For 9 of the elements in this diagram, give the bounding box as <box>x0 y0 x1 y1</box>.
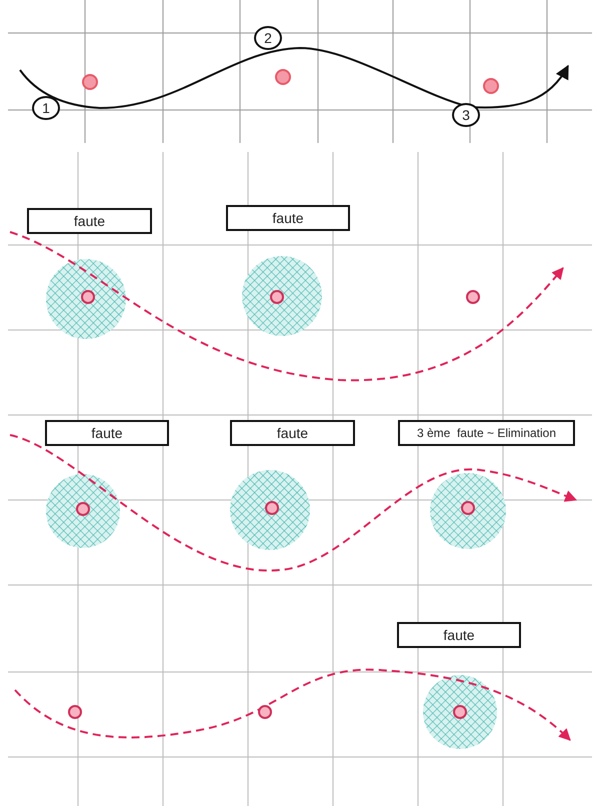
fault-label: 3 ème faute ~ Elimination <box>398 420 575 446</box>
fault-label: faute <box>27 208 152 234</box>
step-number: 1 <box>32 96 60 120</box>
fault-label: faute <box>226 205 350 231</box>
fault-label: faute <box>397 622 521 648</box>
fault-label: faute <box>230 420 355 446</box>
step-number: 2 <box>254 26 282 50</box>
step-number: 3 <box>452 103 480 127</box>
fault-label: faute <box>45 420 169 446</box>
